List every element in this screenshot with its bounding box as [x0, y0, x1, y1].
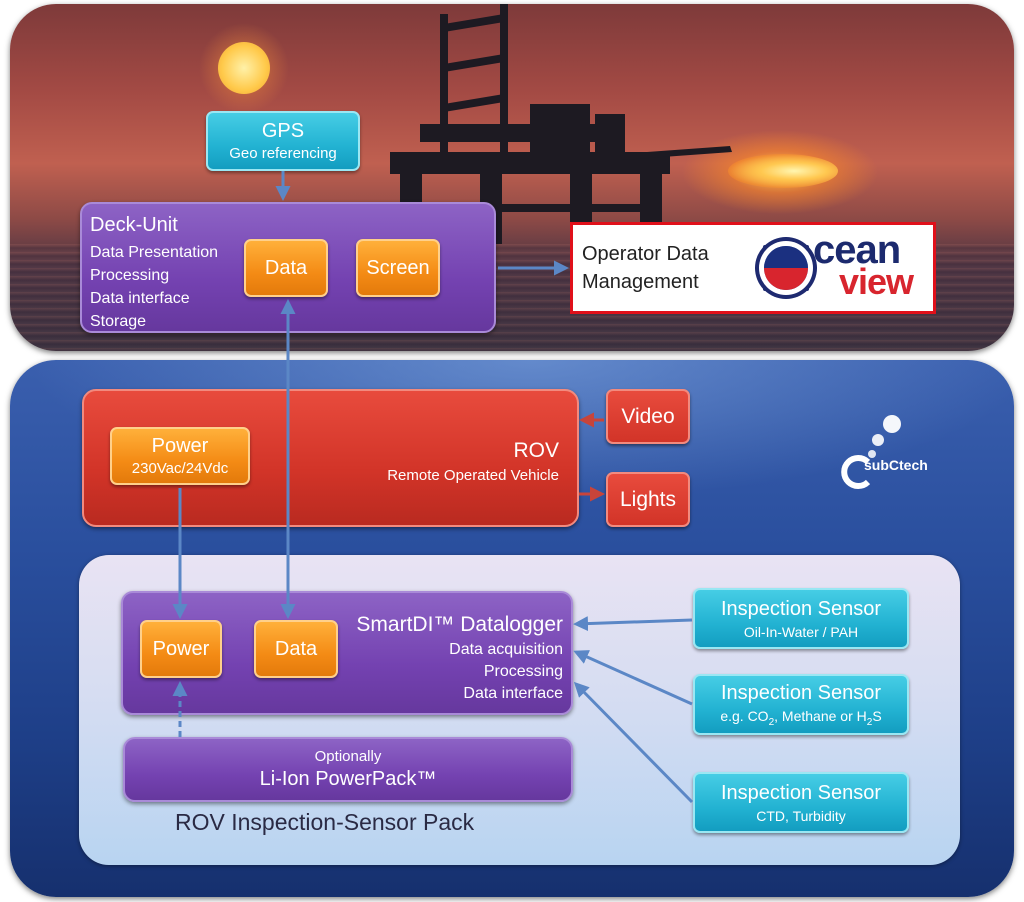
- sensor-title: Inspection Sensor: [720, 597, 882, 620]
- operator-line-2: Management: [582, 271, 699, 293]
- rov-power-sub: 230Vac/24Vdc: [131, 460, 229, 477]
- rov-title: ROV: [513, 439, 559, 462]
- sensor-title: Inspection Sensor: [720, 681, 882, 704]
- datalogger-title: SmartDI™ Datalogger: [356, 613, 563, 636]
- oceanview-logo-text-2: view: [839, 261, 914, 302]
- sensor-subtitle: e.g. CO2, Methane or H2S: [720, 708, 881, 728]
- deck-unit-line: Data interface: [90, 290, 190, 307]
- datalogger-line: Data acquisition: [449, 641, 563, 658]
- datalogger-power-box: Power: [140, 620, 222, 678]
- powerpack-box: Optionally Li-Ion PowerPack™: [123, 737, 573, 802]
- deck-screen-label: Screen: [366, 256, 430, 279]
- subctech-logo-text: subCtech: [864, 457, 928, 473]
- sensor-subtitle-part: S: [872, 707, 882, 724]
- deck-data-box: Data: [244, 239, 328, 297]
- datalogger-line: Processing: [483, 663, 563, 680]
- datalogger-line: Data interface: [463, 685, 563, 702]
- powerpack-line-2: Li-Ion PowerPack™: [259, 768, 437, 790]
- deck-unit-title: Deck-Unit: [90, 214, 178, 236]
- rov-subtitle: Remote Operated Vehicle: [387, 467, 559, 484]
- operator-data-management-box: Operator Data Management cean view: [570, 222, 936, 314]
- deck-unit-line: Data Presentation: [90, 244, 219, 261]
- rov-box: ROV Remote Operated Vehicle: [82, 389, 579, 527]
- gas-flare-image: [728, 154, 838, 188]
- deck-unit-line: Processing: [90, 267, 170, 284]
- operator-line-1: Operator Data: [582, 243, 709, 265]
- deck-screen-box: Screen: [356, 239, 440, 297]
- subctech-bubbles-icon: [841, 415, 901, 489]
- inspection-sensor-1: Inspection Sensor Oil-In-Water / PAH: [693, 588, 909, 649]
- lights-box: Lights: [606, 472, 690, 527]
- video-label: Video: [621, 404, 675, 428]
- sensor-subscript: 2: [768, 716, 775, 728]
- inspection-sensor-3: Inspection Sensor CTD, Turbidity: [693, 772, 909, 833]
- sensor-subscript: 2: [866, 716, 873, 728]
- deck-unit-line: Storage: [90, 313, 147, 330]
- sensor-subtitle: CTD, Turbidity: [756, 807, 846, 824]
- deck-data-label: Data: [264, 256, 308, 279]
- sensor-subtitle-part: e.g. CO: [720, 707, 769, 724]
- sensor-subtitle-part: , Methane or H: [774, 707, 867, 724]
- lights-label: Lights: [619, 487, 677, 511]
- powerpack-line-1: Optionally: [314, 748, 382, 765]
- subctech-logo: subCtech: [840, 412, 940, 492]
- datalogger-data-box: Data: [254, 620, 338, 678]
- datalogger-data-label: Data: [274, 637, 318, 660]
- rov-power-label: Power: [151, 435, 209, 457]
- gps-subtitle: Geo referencing: [229, 145, 337, 162]
- inspection-sensor-2: Inspection Sensor e.g. CO2, Methane or H…: [693, 674, 909, 735]
- video-box: Video: [606, 389, 690, 444]
- rov-power-box: Power 230Vac/24Vdc: [110, 427, 250, 485]
- sensor-title: Inspection Sensor: [720, 781, 882, 804]
- sensor-pack-label: ROV Inspection-Sensor Pack: [175, 809, 475, 835]
- gps-box: GPS Geo referencing: [206, 111, 360, 171]
- datalogger-power-label: Power: [152, 637, 210, 660]
- oceanview-porthole-icon: [755, 237, 817, 299]
- sun-image: [218, 42, 270, 94]
- sensor-subtitle: Oil-In-Water / PAH: [743, 623, 859, 640]
- gps-title: GPS: [261, 120, 305, 142]
- oceanview-logo-text-1: cean: [813, 228, 901, 272]
